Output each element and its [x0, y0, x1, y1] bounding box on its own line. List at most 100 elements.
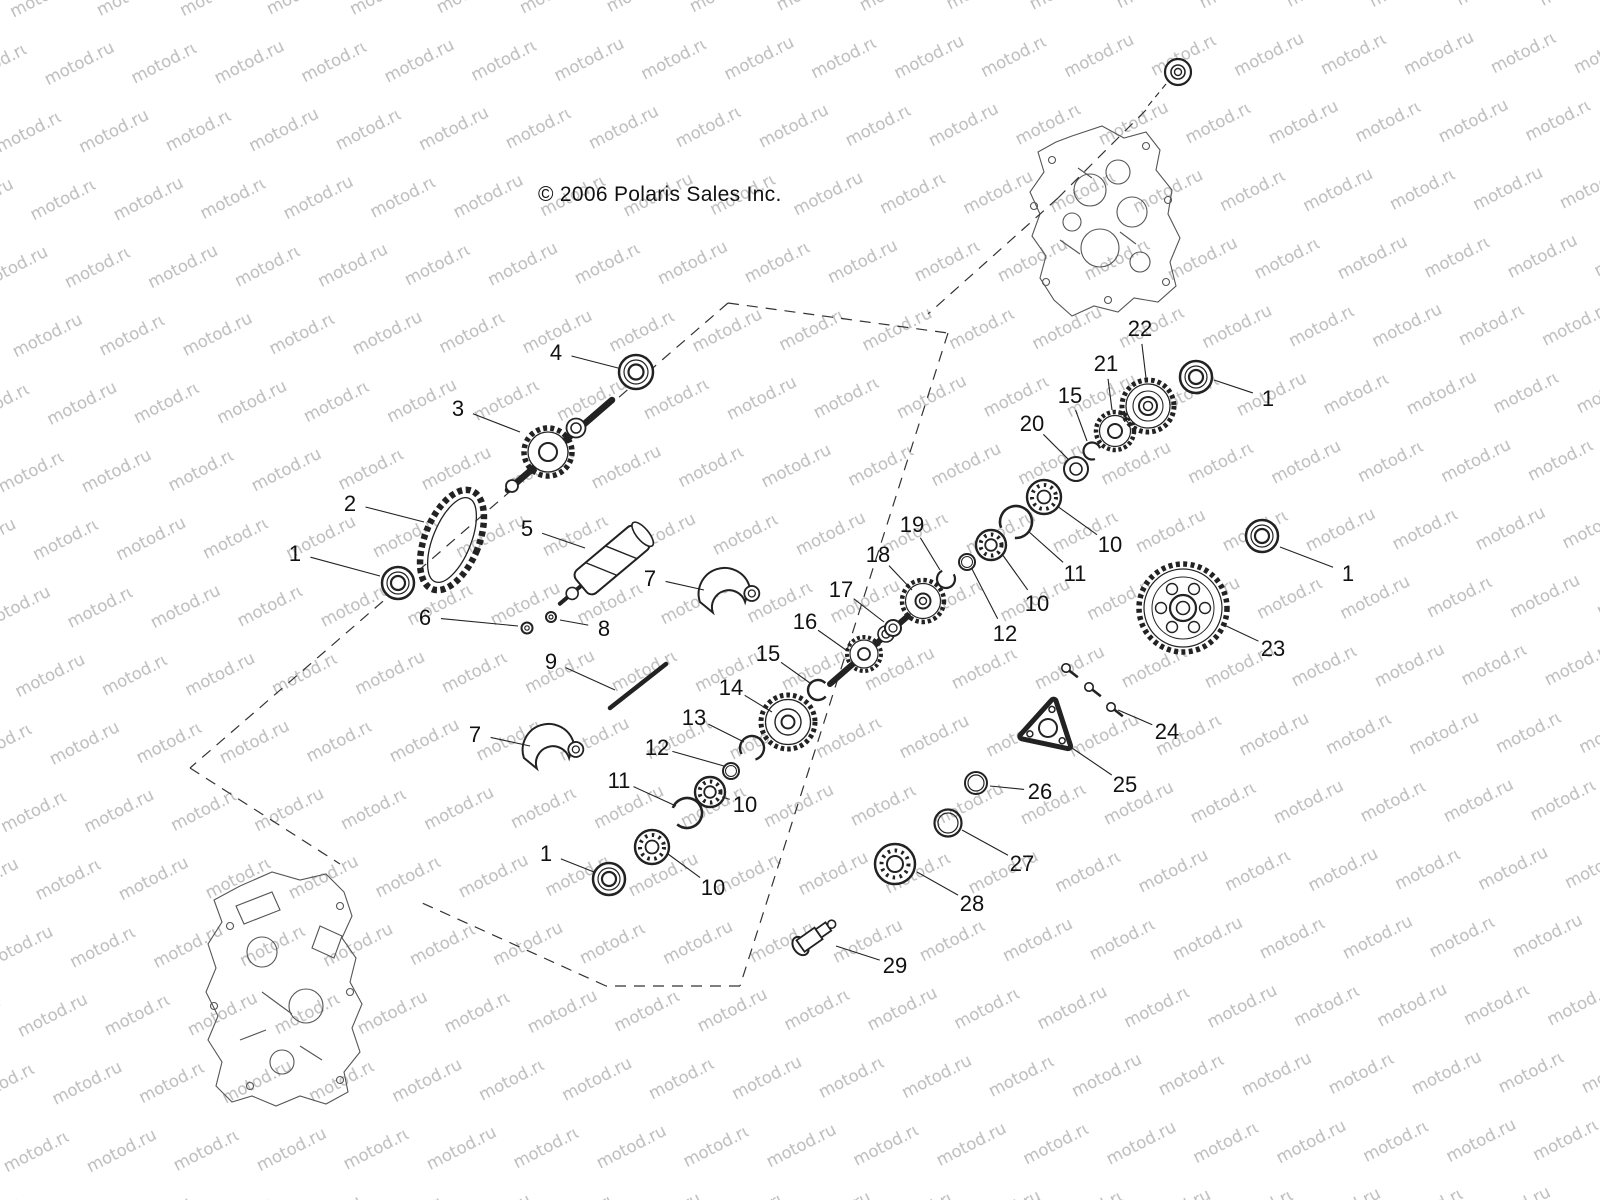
callout-label-11: 11 — [608, 768, 631, 793]
callout-label-5: 5 — [521, 516, 533, 541]
callout-leader-10 — [1056, 505, 1098, 536]
callout-leader-21 — [1107, 378, 1113, 411]
callout-label-1: 1 — [1262, 386, 1274, 411]
callout-leader-13 — [708, 723, 745, 743]
callout-leader-24 — [1117, 709, 1153, 726]
snap-ring-11-lower — [670, 796, 704, 830]
callout-label-19: 19 — [900, 512, 924, 537]
bolt-24-a — [1061, 663, 1079, 679]
callout-label-9: 9 — [545, 649, 557, 674]
callout-label-20: 20 — [1020, 411, 1044, 436]
gearcase-housing-top-right — [1029, 125, 1181, 317]
bearing-10-b — [1025, 478, 1063, 516]
snap-ring-15-lower — [806, 678, 830, 702]
snap-ring-13 — [738, 734, 766, 762]
callout-leader-15 — [1075, 409, 1088, 442]
callout-label-4: 4 — [550, 340, 562, 365]
callout-label-27: 27 — [1010, 851, 1034, 876]
callout-leader-12 — [971, 568, 999, 620]
callout-label-7: 7 — [644, 566, 656, 591]
washer-17 — [884, 619, 902, 637]
shift-fork-7-lower — [521, 722, 585, 772]
callout-label-12: 12 — [993, 621, 1017, 646]
callout-leader-14 — [744, 694, 773, 713]
bearing-28 — [873, 842, 917, 886]
bearing-10-a — [974, 528, 1008, 562]
callout-leader-26 — [989, 785, 1025, 790]
snap-ring-19 — [935, 568, 957, 590]
bolt-24-c — [1106, 702, 1124, 718]
callout-leader-20 — [1042, 433, 1069, 460]
gear-21 — [1093, 409, 1137, 453]
callout-leader-1 — [1279, 546, 1334, 568]
bearing-top-nut — [1163, 57, 1193, 87]
callout-leader-11 — [1027, 530, 1064, 563]
callout-leader-8 — [559, 619, 589, 626]
bearing-1-bottom — [591, 861, 627, 897]
callout-label-18: 18 — [866, 542, 890, 567]
drive-chain-2 — [416, 486, 488, 594]
callout-leader-12 — [672, 750, 725, 767]
callout-label-17: 17 — [829, 577, 853, 602]
callout-leader-9 — [565, 667, 616, 691]
callout-label-10: 10 — [1098, 532, 1122, 557]
callout-label-25: 25 — [1113, 772, 1137, 797]
snap-ring-11-upper — [998, 504, 1034, 540]
callout-leader-16 — [817, 629, 847, 651]
callout-label-15: 15 — [1058, 383, 1082, 408]
washer-8 — [545, 611, 557, 623]
shift-drum-5 — [557, 521, 655, 606]
o-ring-12-upper — [958, 553, 976, 571]
gear-22 — [1119, 377, 1177, 435]
input-shaft-3 — [504, 396, 616, 494]
callout-leader-25 — [1071, 747, 1113, 776]
o-ring-27 — [933, 808, 963, 838]
callout-leader-11 — [633, 786, 677, 807]
callout-label-10: 10 — [701, 875, 725, 900]
callout-label-28: 28 — [960, 891, 984, 916]
callout-leader-4 — [571, 355, 619, 369]
callout-leader-19 — [919, 537, 941, 571]
callout-label-6: 6 — [419, 605, 431, 630]
callout-leader-22 — [1141, 343, 1147, 379]
gear-14 — [758, 692, 818, 752]
callout-label-3: 3 — [452, 396, 464, 421]
callout-label-8: 8 — [598, 616, 610, 641]
shift-fork-7-upper — [697, 566, 761, 616]
callout-leader-29 — [835, 945, 880, 961]
bearing-10-c — [693, 775, 727, 809]
callout-label-16: 16 — [793, 609, 817, 634]
retainer-plate-25 — [1017, 696, 1074, 752]
o-ring-26 — [964, 771, 988, 795]
bearing-1-mid-right — [1244, 518, 1280, 554]
callout-label-1: 1 — [1342, 561, 1354, 586]
callout-label-10: 10 — [733, 792, 757, 817]
callout-label-1: 1 — [289, 541, 301, 566]
sensor-plug-29 — [791, 919, 837, 957]
engine-housing-bottom-left — [205, 871, 363, 1107]
callout-leader-28 — [916, 871, 959, 896]
callout-label-24: 24 — [1155, 719, 1179, 744]
callout-label-11: 11 — [1064, 561, 1087, 586]
callout-leader-1 — [560, 858, 595, 873]
o-ring-12-lower — [722, 762, 740, 780]
snap-ring-15-upper — [1082, 441, 1102, 461]
callout-leader-7 — [665, 580, 705, 591]
callout-leader-27 — [961, 829, 1009, 856]
output-gear-23 — [1136, 561, 1230, 655]
callout-leader-1 — [310, 556, 381, 577]
washer-6 — [520, 621, 534, 635]
callout-label-1: 1 — [540, 841, 552, 866]
bearing-10-d — [633, 828, 671, 866]
callout-label-22: 22 — [1128, 316, 1152, 341]
callout-leader-7 — [490, 736, 531, 747]
bearing-1-left — [380, 565, 416, 601]
callout-leader-10 — [721, 796, 730, 800]
callout-leader-17 — [853, 598, 885, 623]
bolt-24-b — [1084, 682, 1102, 698]
callout-label-2: 2 — [344, 491, 356, 516]
